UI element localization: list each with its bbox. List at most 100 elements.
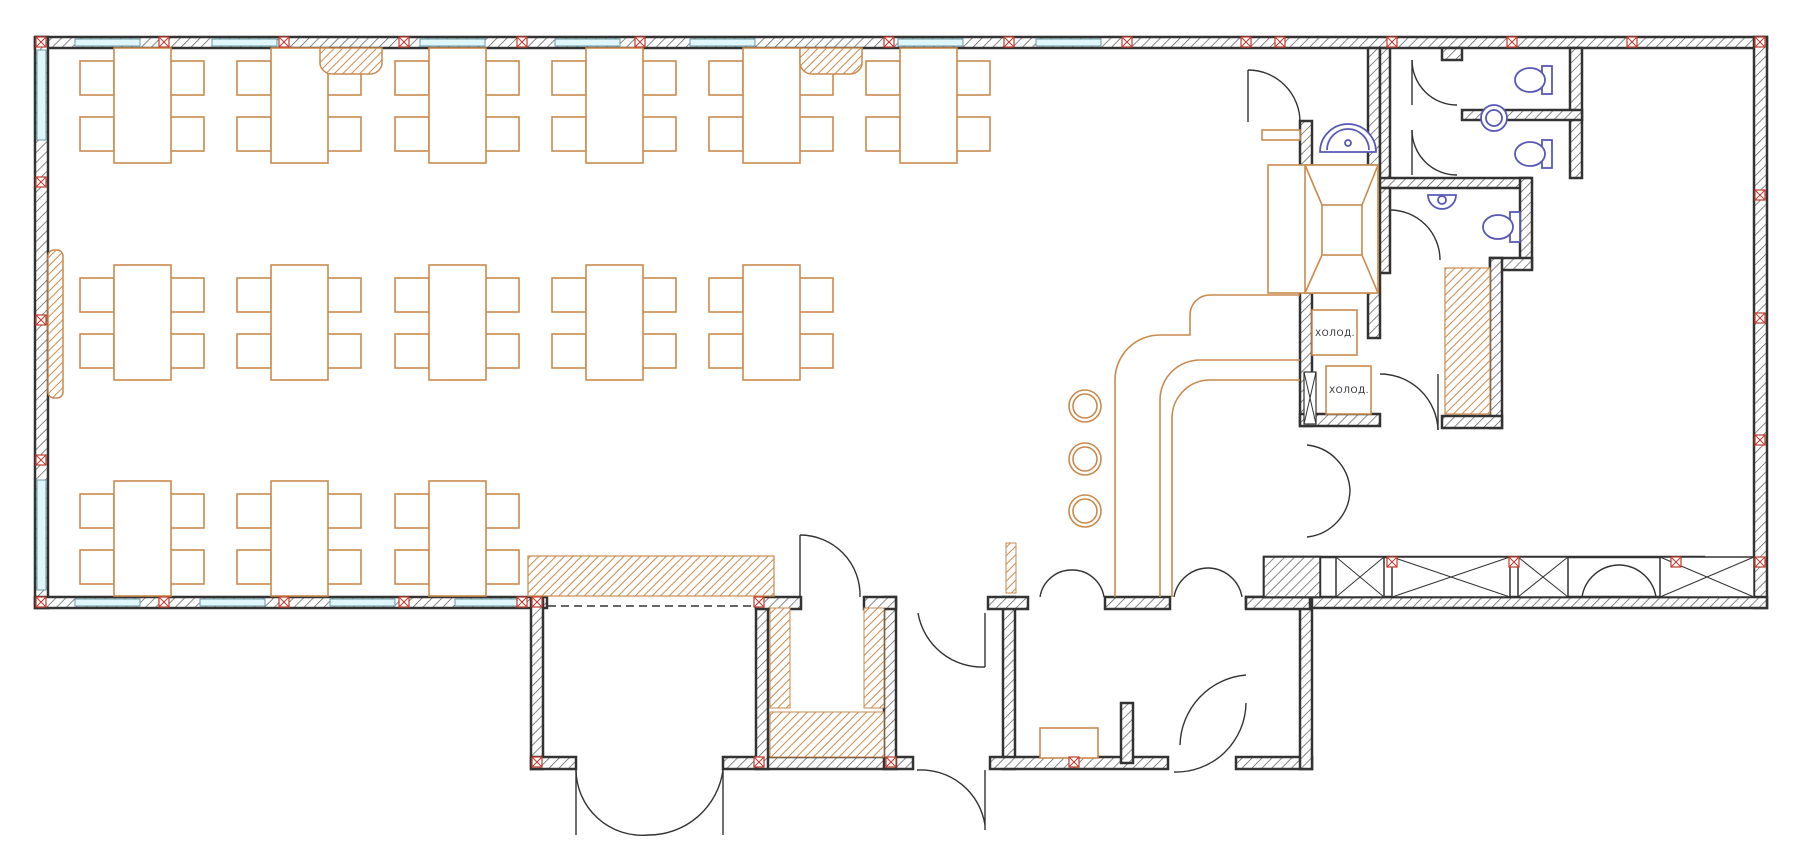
table	[113, 264, 172, 381]
chair	[79, 333, 115, 369]
chair	[169, 493, 205, 529]
toilet-icon	[1514, 139, 1553, 169]
chair	[484, 549, 520, 585]
dining-table-set	[236, 480, 362, 597]
column-marker	[1754, 434, 1766, 446]
chair	[79, 549, 115, 585]
chair	[394, 116, 430, 152]
chair	[641, 116, 677, 152]
column-marker	[1274, 36, 1286, 48]
chair	[394, 493, 430, 529]
chair	[484, 277, 520, 313]
chair	[708, 277, 744, 313]
column-marker	[1003, 36, 1015, 48]
banquettes	[47, 47, 863, 399]
table	[428, 264, 487, 381]
kitchen-hood	[1267, 164, 1379, 294]
column-marker	[1754, 36, 1766, 48]
column-marker	[35, 314, 47, 326]
table	[585, 264, 644, 381]
dining-table-set	[551, 264, 677, 381]
chair	[326, 277, 362, 313]
column-marker	[35, 36, 47, 48]
column-marker	[885, 756, 897, 768]
chair	[169, 333, 205, 369]
stair-treads	[769, 267, 1491, 758]
table	[270, 480, 329, 597]
column-marker	[1068, 756, 1080, 768]
column-marker	[634, 36, 646, 48]
chair	[169, 277, 205, 313]
table	[742, 47, 801, 164]
chair	[484, 60, 520, 96]
chair	[236, 116, 272, 152]
kitchen-equipment	[1263, 556, 1755, 598]
sink-icon	[1480, 104, 1508, 132]
sanitary-fixtures	[1319, 65, 1553, 243]
chair	[865, 60, 901, 96]
chair	[798, 277, 834, 313]
column-markers	[35, 36, 1766, 768]
table	[270, 47, 329, 164]
column-marker	[1626, 36, 1638, 48]
dining-table-set	[394, 264, 520, 381]
column-marker	[278, 596, 290, 608]
dining-table-set	[79, 264, 205, 381]
chair	[394, 60, 430, 96]
column-marker	[158, 596, 170, 608]
bar-stools	[1068, 389, 1102, 528]
lower-furniture	[1039, 727, 1099, 759]
chair	[79, 493, 115, 529]
bar-counter	[1114, 129, 1301, 597]
column-marker	[531, 596, 543, 608]
dining-tables	[79, 47, 991, 597]
chair	[551, 116, 587, 152]
column-marker	[278, 36, 290, 48]
doors	[575, 59, 1657, 836]
column-marker	[531, 756, 543, 768]
dining-table-set	[394, 47, 520, 164]
column-marker	[398, 36, 410, 48]
chair	[394, 333, 430, 369]
column-marker	[35, 454, 47, 466]
sink-icon	[1427, 194, 1457, 210]
dining-table-set	[79, 47, 205, 164]
chair	[79, 277, 115, 313]
column-marker	[35, 176, 47, 188]
column-marker	[1240, 36, 1252, 48]
chair	[708, 333, 744, 369]
fridge-label: ХОЛОД.	[1329, 386, 1369, 396]
chair	[169, 116, 205, 152]
column-marker	[158, 36, 170, 48]
column-marker	[753, 756, 765, 768]
chair	[955, 60, 991, 96]
chair	[236, 333, 272, 369]
table	[899, 47, 958, 164]
dining-table-set	[236, 264, 362, 381]
chair	[394, 277, 430, 313]
table	[113, 47, 172, 164]
toilet-icon	[1514, 65, 1553, 95]
chair	[326, 333, 362, 369]
fridge-label: ХОЛОД.	[1315, 329, 1355, 339]
chair	[326, 116, 362, 152]
chair	[484, 333, 520, 369]
chair	[798, 116, 834, 152]
windows	[36, 38, 1102, 607]
chair	[79, 60, 115, 96]
column-marker	[516, 36, 528, 48]
column-marker	[35, 596, 47, 608]
chair	[236, 60, 272, 96]
column-marker	[753, 596, 765, 608]
column-marker	[1506, 36, 1518, 48]
chair	[641, 333, 677, 369]
column-marker	[1670, 556, 1682, 568]
dining-table-set	[551, 47, 677, 164]
column-marker	[1754, 556, 1766, 568]
dining-table-set	[79, 480, 205, 597]
table	[742, 264, 801, 381]
chair	[394, 549, 430, 585]
dining-table-set	[865, 47, 991, 164]
column-marker	[883, 36, 895, 48]
